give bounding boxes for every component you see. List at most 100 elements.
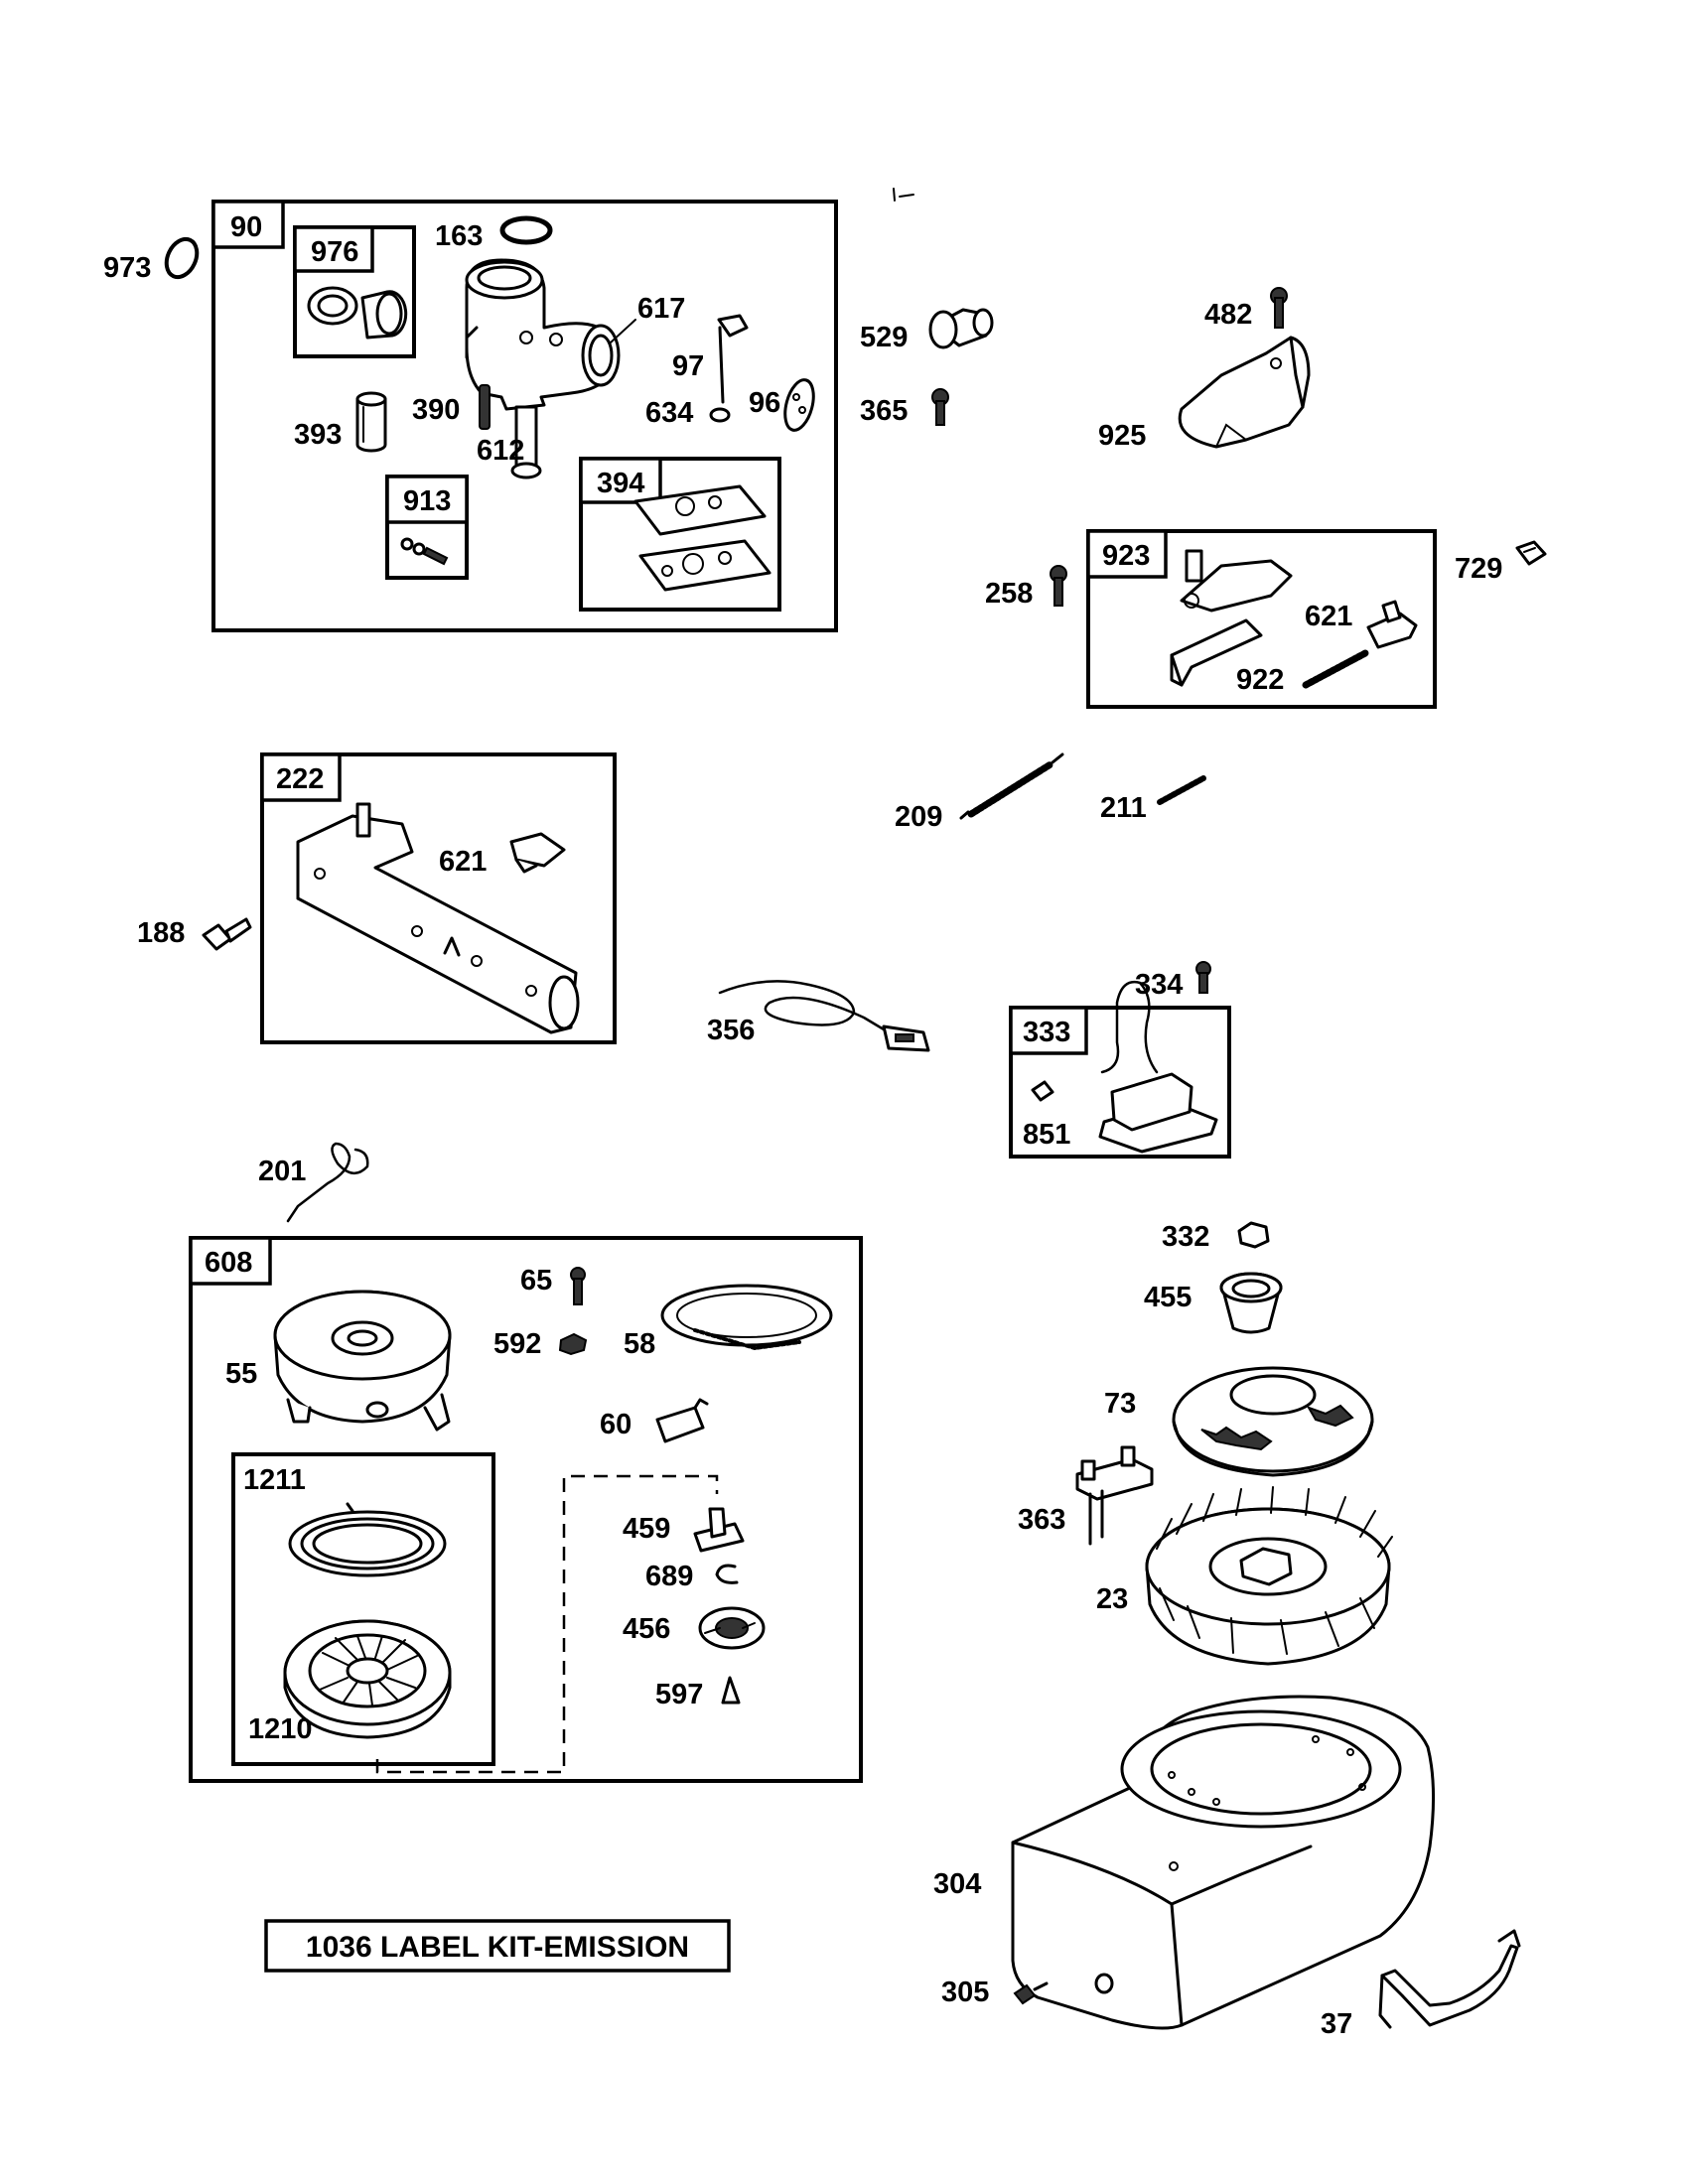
callout-55: 55	[225, 1358, 257, 1390]
part-222-control-bracket	[296, 802, 580, 1034]
callout-363: 363	[1018, 1504, 1065, 1536]
callout-973: 973	[103, 252, 151, 284]
callout-163: 163	[435, 220, 483, 252]
part-634-washer	[709, 407, 731, 423]
callout-851: 851	[1023, 1119, 1070, 1151]
part-923-governor-lever	[1170, 549, 1293, 687]
part-592-nut	[558, 1332, 588, 1356]
callout-60: 60	[600, 1409, 632, 1440]
part-305-screw	[1013, 1981, 1049, 2005]
callout-304: 304	[933, 1868, 981, 1900]
stray-mark	[893, 188, 914, 202]
callout-455: 455	[1144, 1282, 1192, 1313]
callout-73: 73	[1104, 1388, 1136, 1420]
part-976-bushing	[307, 286, 408, 340]
callout-459: 459	[623, 1513, 670, 1545]
part-304-blower-housing	[1011, 1695, 1436, 2030]
callout-390: 390	[412, 394, 460, 426]
part-597-screw	[721, 1676, 741, 1705]
assembly-label-222: 222	[276, 763, 324, 795]
callout-592: 592	[493, 1328, 541, 1360]
callout-37: 37	[1321, 2008, 1352, 2040]
callout-621-bracket: 621	[439, 846, 487, 878]
part-356-wire	[718, 980, 930, 1052]
part-188-bolt	[202, 917, 252, 951]
callout-621-governor: 621	[1305, 601, 1352, 632]
callout-365: 365	[860, 395, 908, 427]
part-96-plate	[783, 378, 815, 432]
part-394-gasket-kit	[633, 484, 772, 592]
part-459-pawl	[693, 1507, 745, 1553]
callout-729: 729	[1455, 553, 1502, 585]
callout-922: 922	[1236, 664, 1284, 696]
callout-23: 23	[1096, 1583, 1128, 1615]
part-913-needle	[400, 537, 449, 566]
part-973-oring	[164, 236, 200, 280]
part-1210-pulley	[283, 1619, 452, 1739]
callout-201: 201	[258, 1156, 306, 1187]
callout-482: 482	[1204, 299, 1252, 331]
part-37-air-guide	[1378, 1929, 1521, 2029]
assembly-222: 222	[260, 752, 617, 1044]
part-332-nut	[1237, 1221, 1270, 1249]
assembly-label-913: 913	[403, 485, 451, 517]
callout-617: 617	[637, 293, 685, 325]
part-211-spring	[1157, 775, 1206, 805]
kit-label-box: 1036 LABEL KIT-EMISSION	[264, 1919, 731, 1973]
assembly-label-90: 90	[230, 211, 262, 243]
part-1211-recoil-spring	[288, 1502, 447, 1577]
callout-634: 634	[645, 397, 693, 429]
assembly-label-976: 976	[311, 236, 358, 268]
callout-689: 689	[645, 1561, 693, 1592]
callout-334: 334	[1135, 969, 1183, 1001]
assembly-label-608: 608	[205, 1247, 252, 1279]
part-258-bolt	[1050, 565, 1067, 607]
part-209-spring	[959, 752, 1064, 820]
part-60-handle	[655, 1398, 709, 1443]
part-621-bracket-a	[1366, 600, 1418, 649]
part-363-stud	[1075, 1445, 1154, 1546]
part-163-ring	[499, 215, 553, 245]
callout-529: 529	[860, 322, 908, 353]
callout-1210: 1210	[248, 1713, 313, 1745]
part-201-spring	[286, 1142, 369, 1223]
assembly-333: 333	[1009, 980, 1231, 1159]
callout-305: 305	[941, 1977, 989, 2008]
part-334-bolt	[1195, 961, 1211, 994]
part-97-lever	[717, 314, 749, 404]
part-55-starter-housing	[273, 1290, 452, 1432]
part-617-carburetor	[465, 258, 621, 479]
callout-597: 597	[655, 1679, 703, 1710]
part-689-clip	[715, 1564, 739, 1584]
callout-258: 258	[985, 578, 1033, 610]
part-482-bolt	[1270, 287, 1288, 329]
callout-labels: 973 163 617 97 634 96 393 390 612 529 36…	[103, 220, 1502, 2040]
dashed-connector	[375, 1474, 719, 1774]
callout-1211: 1211	[243, 1464, 306, 1496]
part-621-bracket-b	[509, 832, 566, 874]
callout-58: 58	[624, 1328, 655, 1360]
part-925-cover	[1178, 336, 1311, 449]
callout-456: 456	[623, 1613, 670, 1645]
part-922-spring	[1302, 649, 1369, 689]
callout-925: 925	[1098, 420, 1146, 452]
part-851-clip	[1031, 1080, 1054, 1102]
assembly-label-923: 923	[1102, 540, 1150, 572]
part-393-filter	[355, 391, 387, 453]
part-23-flywheel	[1145, 1486, 1393, 1666]
assembly-label-333: 333	[1023, 1017, 1070, 1048]
callout-332: 332	[1162, 1221, 1209, 1253]
part-729-clip	[1515, 540, 1547, 566]
part-73-screen	[1172, 1366, 1374, 1477]
part-455-cup	[1219, 1272, 1283, 1334]
callout-209: 209	[895, 801, 942, 833]
callout-356: 356	[707, 1015, 755, 1046]
part-333-armature	[1098, 980, 1218, 1154]
kit-label-text: 1036 LABEL KIT-EMISSION	[306, 1931, 689, 1964]
callout-211: 211	[1100, 792, 1147, 824]
part-365-bolt	[931, 388, 949, 426]
assembly-923: 923	[1086, 529, 1437, 709]
part-456-retainer	[698, 1606, 766, 1650]
callout-96: 96	[749, 387, 780, 419]
